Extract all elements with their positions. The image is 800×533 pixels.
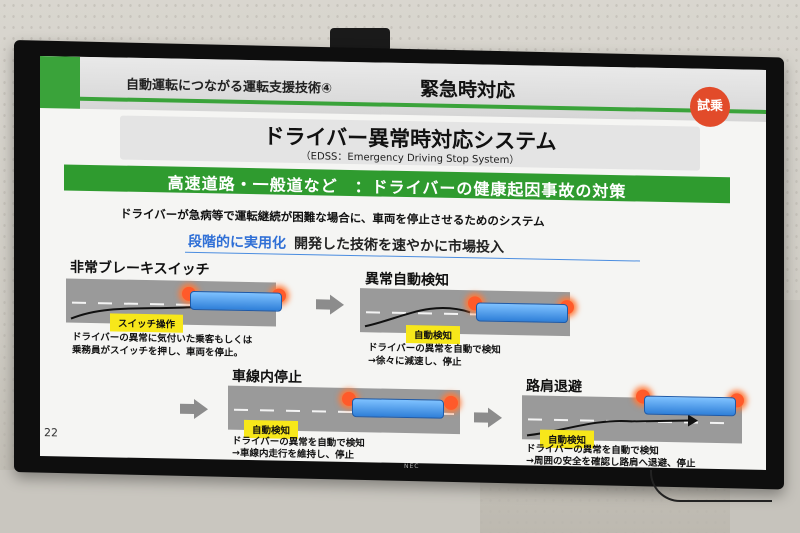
panel-name-auto-detect: 異常自動検知: [365, 271, 449, 289]
caption-2a: ドライバーの異常を自動で検知: [368, 342, 501, 356]
arrow-right-icon: [330, 294, 344, 315]
trajectory-2: [364, 307, 471, 328]
monitor-brand: NEC: [404, 463, 420, 470]
panel-name-shoulder: 路肩退避: [526, 378, 582, 396]
trajectory-1: [70, 305, 197, 320]
arrow-right-icon: [316, 299, 330, 310]
bus-icon: [476, 302, 568, 324]
arrow-right-icon: [194, 398, 208, 420]
bus-icon: [644, 395, 736, 417]
title-box: ドライバー異常時対応システム （EDSS：Emergency Driving S…: [120, 115, 700, 171]
stage-description: 開発した技術を速やかに市場投入: [294, 235, 504, 256]
bus-icon: [352, 397, 444, 419]
stage-bold: 段階的に実用化: [188, 233, 286, 252]
caption-3b: →車線内走行を維持し、停止: [232, 447, 354, 462]
green-banner-text: 高速道路・一般道など ：ドライバーの健康起因事故の対策: [167, 173, 627, 202]
arrow-right-icon: [488, 407, 502, 428]
page-number: 22: [44, 426, 58, 440]
bus-icon: [190, 290, 282, 312]
arrow-right-icon: [474, 412, 488, 423]
monitor-cable: [650, 470, 772, 502]
header-subtitle: 自動運転につながる運転支援技術④: [126, 77, 333, 97]
label-auto-detect: 自動検知: [406, 325, 461, 345]
green-banner: 高速道路・一般道など ：ドライバーの健康起因事故の対策: [64, 164, 730, 204]
caption-1b: 乗務員がスイッチを押し、車両を停止。: [72, 344, 244, 359]
presentation-screen: 自動運転につながる運転支援技術④ 緊急時対応 試乗 ドライバー異常時対応システム…: [40, 56, 766, 470]
label-switch: スイッチ操作: [110, 313, 184, 333]
hazard-flare: [444, 395, 458, 411]
test-drive-badge: 試乗: [690, 86, 730, 128]
caption-2b: →徐々に減速し、停止: [368, 355, 462, 369]
header-title: 緊急時対応: [420, 78, 516, 103]
arrow-right-icon: [180, 403, 194, 414]
panel-name-emergency-switch: 非常ブレーキスイッチ: [70, 259, 210, 279]
header-accent: [40, 56, 80, 109]
panel-name-lane-stop: 車線内停止: [232, 368, 302, 387]
system-description: ドライバーが急病等で運転継続が困難な場合に、車両を停止させるためのシステム: [120, 206, 545, 229]
trajectory-4: [526, 414, 698, 437]
